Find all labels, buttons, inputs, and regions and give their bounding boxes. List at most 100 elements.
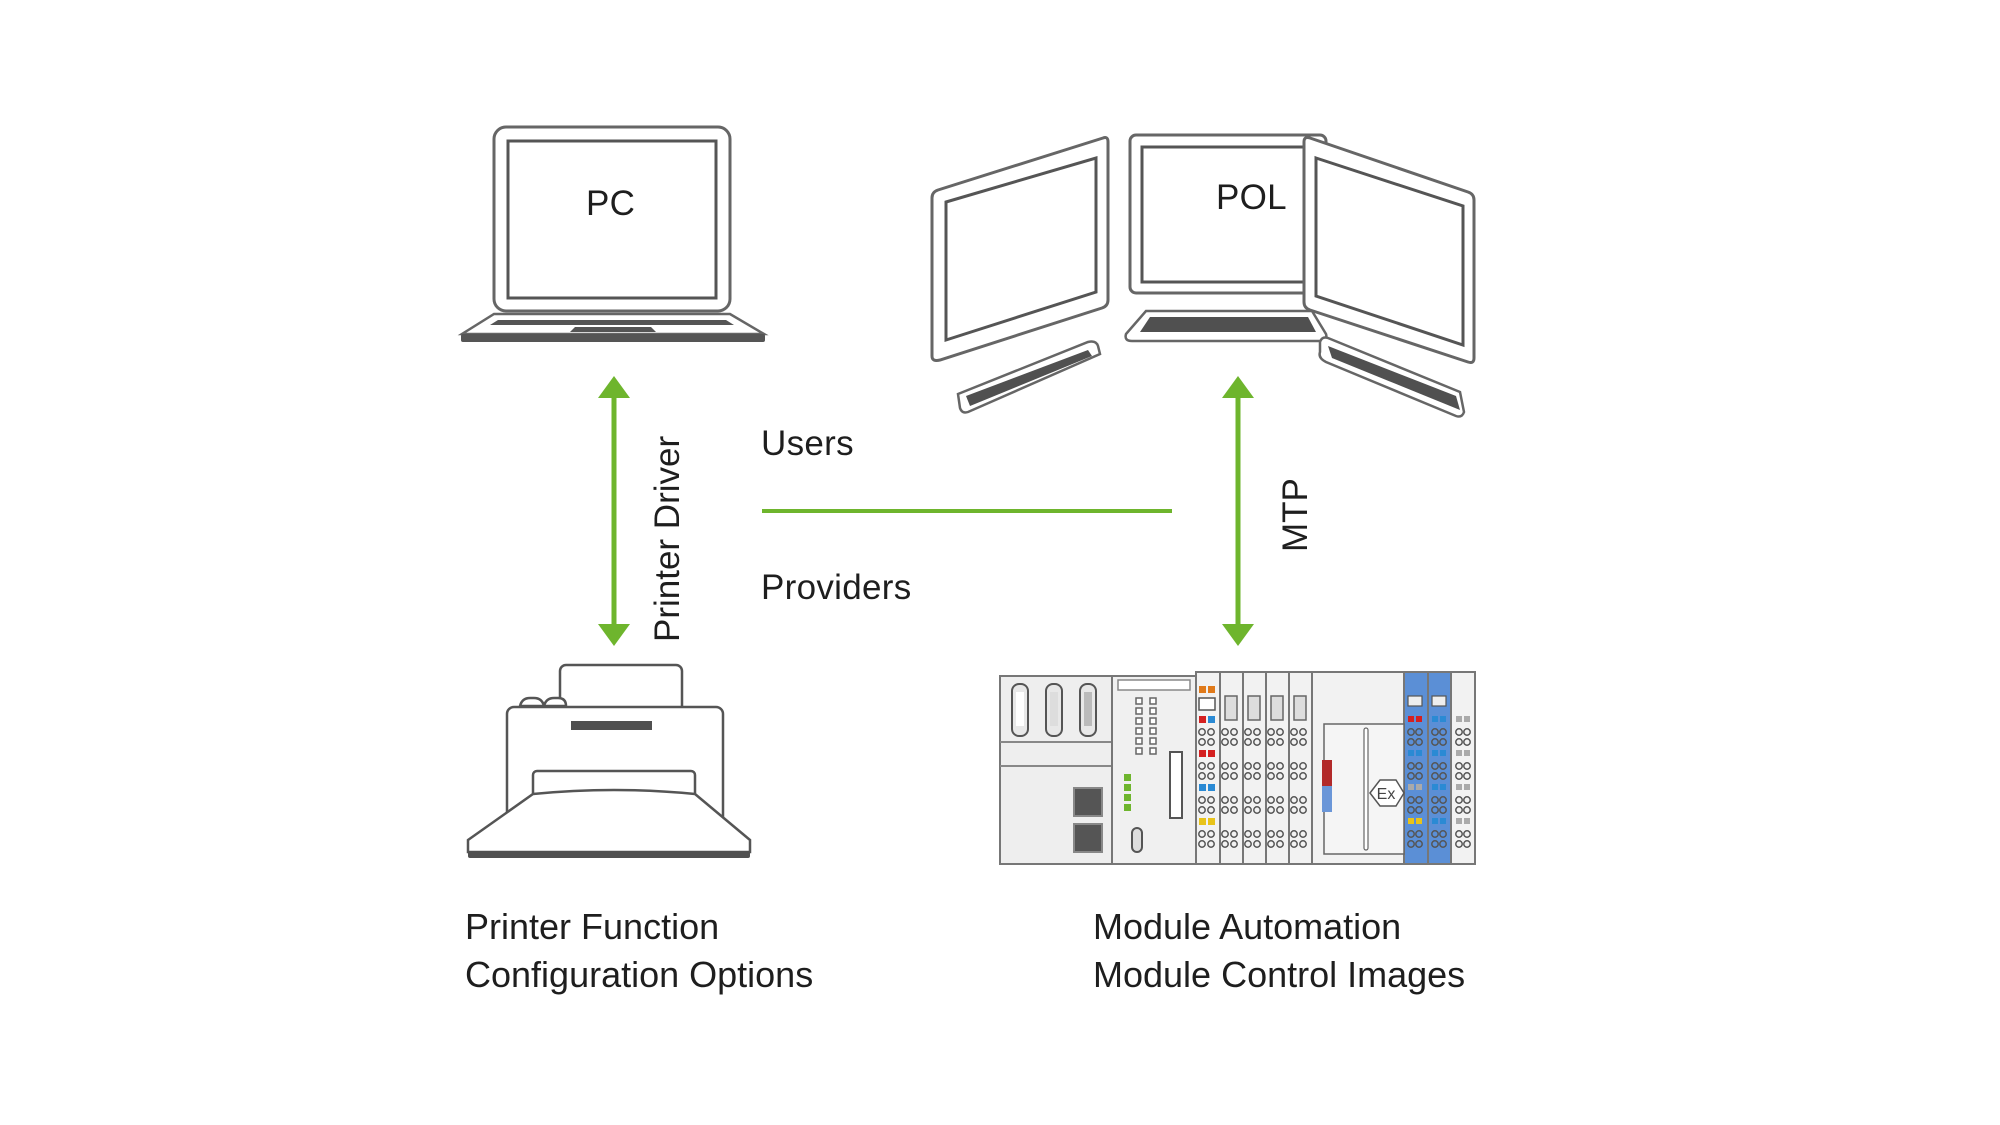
- terminal-hole: [1439, 772, 1447, 780]
- terminal-hole: [1431, 738, 1439, 746]
- terminal-hole: [1267, 840, 1275, 848]
- terminal-hole: [1290, 806, 1298, 814]
- terminal-hole: [1207, 806, 1215, 814]
- terminal-hole: [1439, 738, 1447, 746]
- terminal-hole: [1455, 796, 1463, 804]
- terminal-hole: [1276, 738, 1284, 746]
- terminal-hole: [1407, 830, 1415, 838]
- automation-module-rack-icon: Ex: [999, 671, 1476, 865]
- terminal-hole: [1299, 806, 1307, 814]
- terminal-hole: [1276, 762, 1284, 770]
- pol-node: POL: [928, 130, 1568, 430]
- terminal-hole: [1244, 830, 1252, 838]
- terminal-hole: [1439, 830, 1447, 838]
- terminal-hole: [1407, 762, 1415, 770]
- terminal-hole: [1290, 830, 1298, 838]
- terminal-hole: [1198, 728, 1206, 736]
- terminal-hole: [1299, 830, 1307, 838]
- terminal-hole: [1439, 728, 1447, 736]
- ex-hexagon-icon: [1369, 779, 1405, 807]
- terminal-hole: [1221, 796, 1229, 804]
- terminal-hole: [1221, 840, 1229, 848]
- terminal-hole: [1290, 762, 1298, 770]
- terminal-hole: [1463, 728, 1471, 736]
- terminal-hole: [1253, 830, 1261, 838]
- terminal-hole: [1455, 772, 1463, 780]
- pol-label: POL: [1216, 178, 1287, 217]
- terminal-hole: [1299, 796, 1307, 804]
- terminal-hole: [1439, 796, 1447, 804]
- terminal-hole: [1455, 840, 1463, 848]
- terminal-hole: [1207, 762, 1215, 770]
- terminal-hole: [1230, 806, 1238, 814]
- terminal-hole: [1267, 796, 1275, 804]
- terminal-hole: [1253, 806, 1261, 814]
- printer-caption-line2: Configuration Options: [465, 954, 814, 995]
- terminal-hole: [1198, 738, 1206, 746]
- terminal-hole: [1207, 738, 1215, 746]
- ex-label: Ex: [1377, 786, 1396, 803]
- terminal-hole: [1221, 830, 1229, 838]
- terminal-hole: [1253, 840, 1261, 848]
- terminal-hole: [1431, 772, 1439, 780]
- terminal-hole: [1463, 762, 1471, 770]
- printer-icon: [466, 663, 752, 858]
- terminal-hole: [1431, 728, 1439, 736]
- terminal-hole: [1463, 840, 1471, 848]
- terminal-hole: [1267, 830, 1275, 838]
- terminal-hole: [1267, 806, 1275, 814]
- terminal-hole: [1207, 796, 1215, 804]
- terminal-hole: [1244, 840, 1252, 848]
- terminal-hole: [1415, 728, 1423, 736]
- pc-label: PC: [586, 184, 636, 223]
- terminal-hole: [1415, 772, 1423, 780]
- terminal-hole: [1415, 806, 1423, 814]
- terminal-hole: [1415, 796, 1423, 804]
- terminal-hole: [1198, 830, 1206, 838]
- terminal-hole: [1253, 728, 1261, 736]
- laptop-icon: [457, 125, 769, 342]
- terminal-hole: [1207, 830, 1215, 838]
- printer-driver-arrow: [598, 376, 630, 646]
- printer-driver-label: Printer Driver: [648, 435, 687, 642]
- terminal-hole: [1230, 772, 1238, 780]
- terminal-hole: [1244, 772, 1252, 780]
- printer-node: [466, 662, 752, 862]
- terminal-hole: [1290, 772, 1298, 780]
- terminal-hole: [1276, 728, 1284, 736]
- terminal-hole: [1290, 796, 1298, 804]
- users-label: Users: [761, 424, 854, 463]
- module-caption-line1: Module Automation: [1093, 906, 1402, 947]
- terminal-hole: [1439, 806, 1447, 814]
- terminal-hole: [1221, 728, 1229, 736]
- terminal-hole: [1407, 796, 1415, 804]
- terminal-hole: [1463, 830, 1471, 838]
- terminal-hole: [1276, 772, 1284, 780]
- terminal-hole: [1244, 796, 1252, 804]
- terminal-hole: [1276, 796, 1284, 804]
- terminal-hole: [1267, 738, 1275, 746]
- terminal-hole: [1267, 772, 1275, 780]
- printer-caption-line1: Printer Function: [465, 906, 720, 947]
- terminal-hole: [1455, 762, 1463, 770]
- terminal-hole: [1244, 728, 1252, 736]
- terminal-hole: [1207, 728, 1215, 736]
- terminal-hole: [1198, 806, 1206, 814]
- terminal-hole: [1276, 840, 1284, 848]
- module-caption-line2: Module Control Images: [1093, 954, 1466, 995]
- terminal-hole: [1299, 840, 1307, 848]
- terminal-hole: [1415, 738, 1423, 746]
- terminal-hole: [1253, 796, 1261, 804]
- terminal-hole: [1290, 738, 1298, 746]
- terminal-hole: [1230, 830, 1238, 838]
- terminal-hole: [1407, 738, 1415, 746]
- arrowhead-up-icon: [598, 376, 630, 398]
- terminal-hole: [1439, 840, 1447, 848]
- terminal-hole: [1267, 762, 1275, 770]
- terminal-hole: [1230, 840, 1238, 848]
- providers-label: Providers: [761, 568, 912, 607]
- terminal-hole: [1299, 772, 1307, 780]
- printer-caption: Printer Function Configuration Options: [465, 903, 813, 999]
- terminal-hole: [1230, 796, 1238, 804]
- terminal-hole: [1463, 796, 1471, 804]
